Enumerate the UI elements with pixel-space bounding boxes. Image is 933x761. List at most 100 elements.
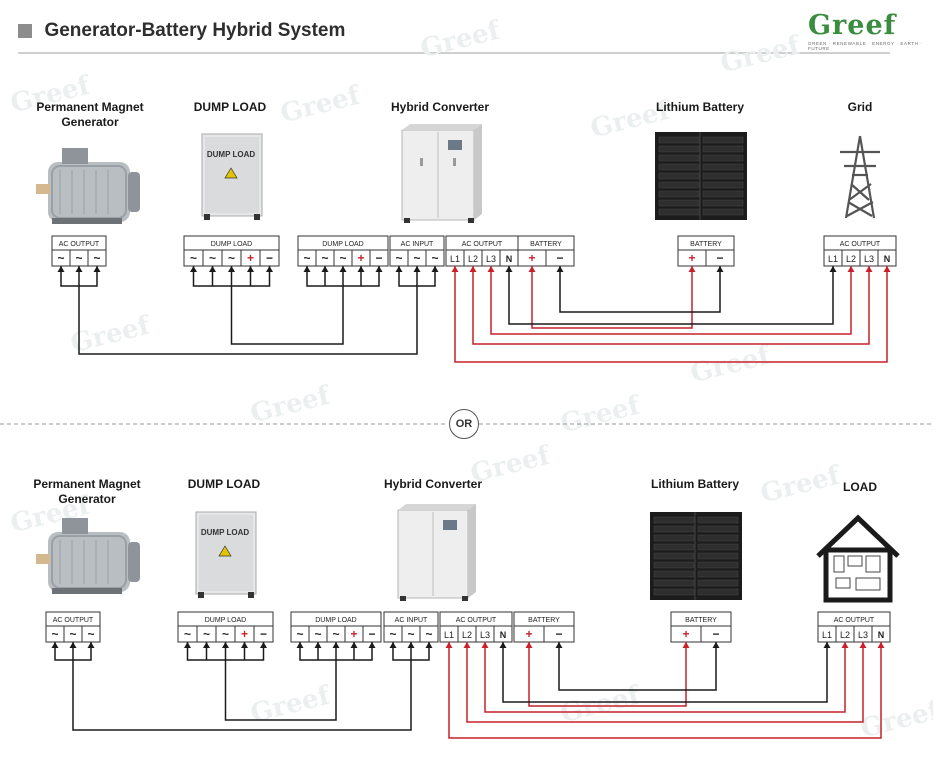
battery-negative-wire xyxy=(559,266,721,313)
terminal-ac: ~ xyxy=(431,251,438,265)
bottom-conv-acout-terminals-title: AC OUTPUT xyxy=(456,617,497,624)
top-grid-label: Grid xyxy=(847,100,873,114)
terminal-L2: L2 xyxy=(846,254,856,264)
wire-arrow xyxy=(877,642,885,648)
wire-arrow xyxy=(451,266,459,272)
terminal-minus: − xyxy=(266,251,273,265)
terminal-ac: ~ xyxy=(184,627,191,641)
wire-arrow xyxy=(883,266,891,272)
wire-arrow xyxy=(296,642,304,648)
page-title-text: Generator-Battery Hybrid System xyxy=(44,20,346,41)
terminal-ac: ~ xyxy=(87,627,94,641)
terminal-plus: + xyxy=(241,627,248,641)
terminal-plus: + xyxy=(350,627,357,641)
wire-arrow xyxy=(190,266,197,272)
terminal-L1: L1 xyxy=(444,630,454,640)
top-battery-terminals-title: BATTERY xyxy=(690,241,722,248)
terminal-ac: ~ xyxy=(203,627,210,641)
phase-line-wire xyxy=(466,642,864,723)
terminal-ac: ~ xyxy=(228,251,235,265)
top-conv-battery-terminals: BATTERY+− xyxy=(517,235,575,267)
terminal-ac: ~ xyxy=(75,251,82,265)
title-bullet xyxy=(18,24,32,38)
terminal-L3: L3 xyxy=(864,254,874,264)
top-conv-acin-terminals-title: AC INPUT xyxy=(401,241,434,248)
phase-line-wire xyxy=(448,642,882,739)
top-conv-acin-terminals: AC INPUT~~~ xyxy=(389,235,445,267)
battery-negative-wire xyxy=(558,642,717,691)
bottom-battery-label: Lithium Battery xyxy=(650,477,739,491)
terminal-N: N xyxy=(506,254,513,264)
terminal-L3: L3 xyxy=(486,254,496,264)
dump-link-wire xyxy=(230,286,344,345)
bottom-dump-load-image: DUMP LOAD xyxy=(195,511,257,598)
top-conv-dump-terminals: DUMP LOAD~~~+− xyxy=(297,235,389,267)
phase-line-wire xyxy=(490,266,852,335)
terminal-minus: − xyxy=(712,627,719,641)
bottom-generator-image xyxy=(36,518,140,594)
terminal-minus: − xyxy=(556,251,563,265)
terminal-ac: ~ xyxy=(339,251,346,265)
terminal-minus: − xyxy=(555,627,562,641)
terminal-ac: ~ xyxy=(296,627,303,641)
terminal-N: N xyxy=(884,254,891,264)
wire-arrow xyxy=(859,642,867,648)
terminal-L2: L2 xyxy=(468,254,478,264)
wire-arrow xyxy=(314,642,322,648)
wire-arrow xyxy=(209,266,216,272)
wire-arrow xyxy=(841,642,849,648)
wire-arrow xyxy=(266,266,273,272)
terminal-plus: + xyxy=(357,251,364,265)
top-dump-terminals-title: DUMP LOAD xyxy=(211,241,253,248)
wire-arrow xyxy=(321,266,329,272)
brand-logo: Greef xyxy=(808,10,897,41)
top-conv-battery-terminals-title: BATTERY xyxy=(530,241,562,248)
terminal-L1: L1 xyxy=(450,254,460,264)
bottom-load-terminals-title: AC OUTPUT xyxy=(834,617,875,624)
wire-arrow xyxy=(93,266,101,272)
battery-positive-wire xyxy=(531,266,693,329)
wire-arrow xyxy=(425,642,433,648)
terminal-minus: − xyxy=(260,627,267,641)
phase-line-wire xyxy=(472,266,870,345)
neutral-line-wire xyxy=(508,266,834,325)
wire-arrow xyxy=(469,266,477,272)
wire-arrow xyxy=(241,642,248,648)
terminal-ac: ~ xyxy=(222,627,229,641)
wire-arrow xyxy=(303,266,311,272)
terminal-L2: L2 xyxy=(462,630,472,640)
terminal-minus: − xyxy=(716,251,723,265)
wire-arrow xyxy=(368,642,376,648)
neutral-line-wire xyxy=(502,642,828,703)
terminal-N: N xyxy=(878,630,885,640)
terminal-ac: ~ xyxy=(69,627,76,641)
wire-arrow xyxy=(823,642,831,648)
bottom-converter-label: Hybrid Converter xyxy=(383,477,483,491)
wire-arrow xyxy=(555,642,563,648)
wire-arrow xyxy=(431,266,439,272)
wire-arrow xyxy=(350,642,358,648)
wire-arrow xyxy=(260,642,267,648)
top-conv-dump-terminals-title: DUMP LOAD xyxy=(322,241,364,248)
bottom-dump-load-label: DUMP LOAD xyxy=(187,477,261,491)
terminal-ac: ~ xyxy=(51,627,58,641)
wire-arrow xyxy=(57,266,65,272)
gen-link-wire xyxy=(72,660,412,731)
terminal-minus: − xyxy=(375,251,382,265)
bottom-generator-label: Permanent Magnet Generator xyxy=(33,477,141,506)
terminal-ac: ~ xyxy=(332,627,339,641)
wire-arrow xyxy=(203,642,210,648)
terminal-minus: − xyxy=(368,627,375,641)
terminal-ac: ~ xyxy=(314,627,321,641)
top-converter-image xyxy=(401,124,482,223)
bottom-gen-terminals: AC OUTPUT~~~ xyxy=(45,611,101,643)
bottom-battery-terminals: BATTERY+− xyxy=(670,611,732,643)
terminal-plus: + xyxy=(525,627,532,641)
wire-arrow xyxy=(712,642,720,648)
dump-link-wire xyxy=(224,660,337,721)
top-conv-acout-terminals-title: AC OUTPUT xyxy=(462,241,503,248)
wire-arrow xyxy=(847,266,855,272)
